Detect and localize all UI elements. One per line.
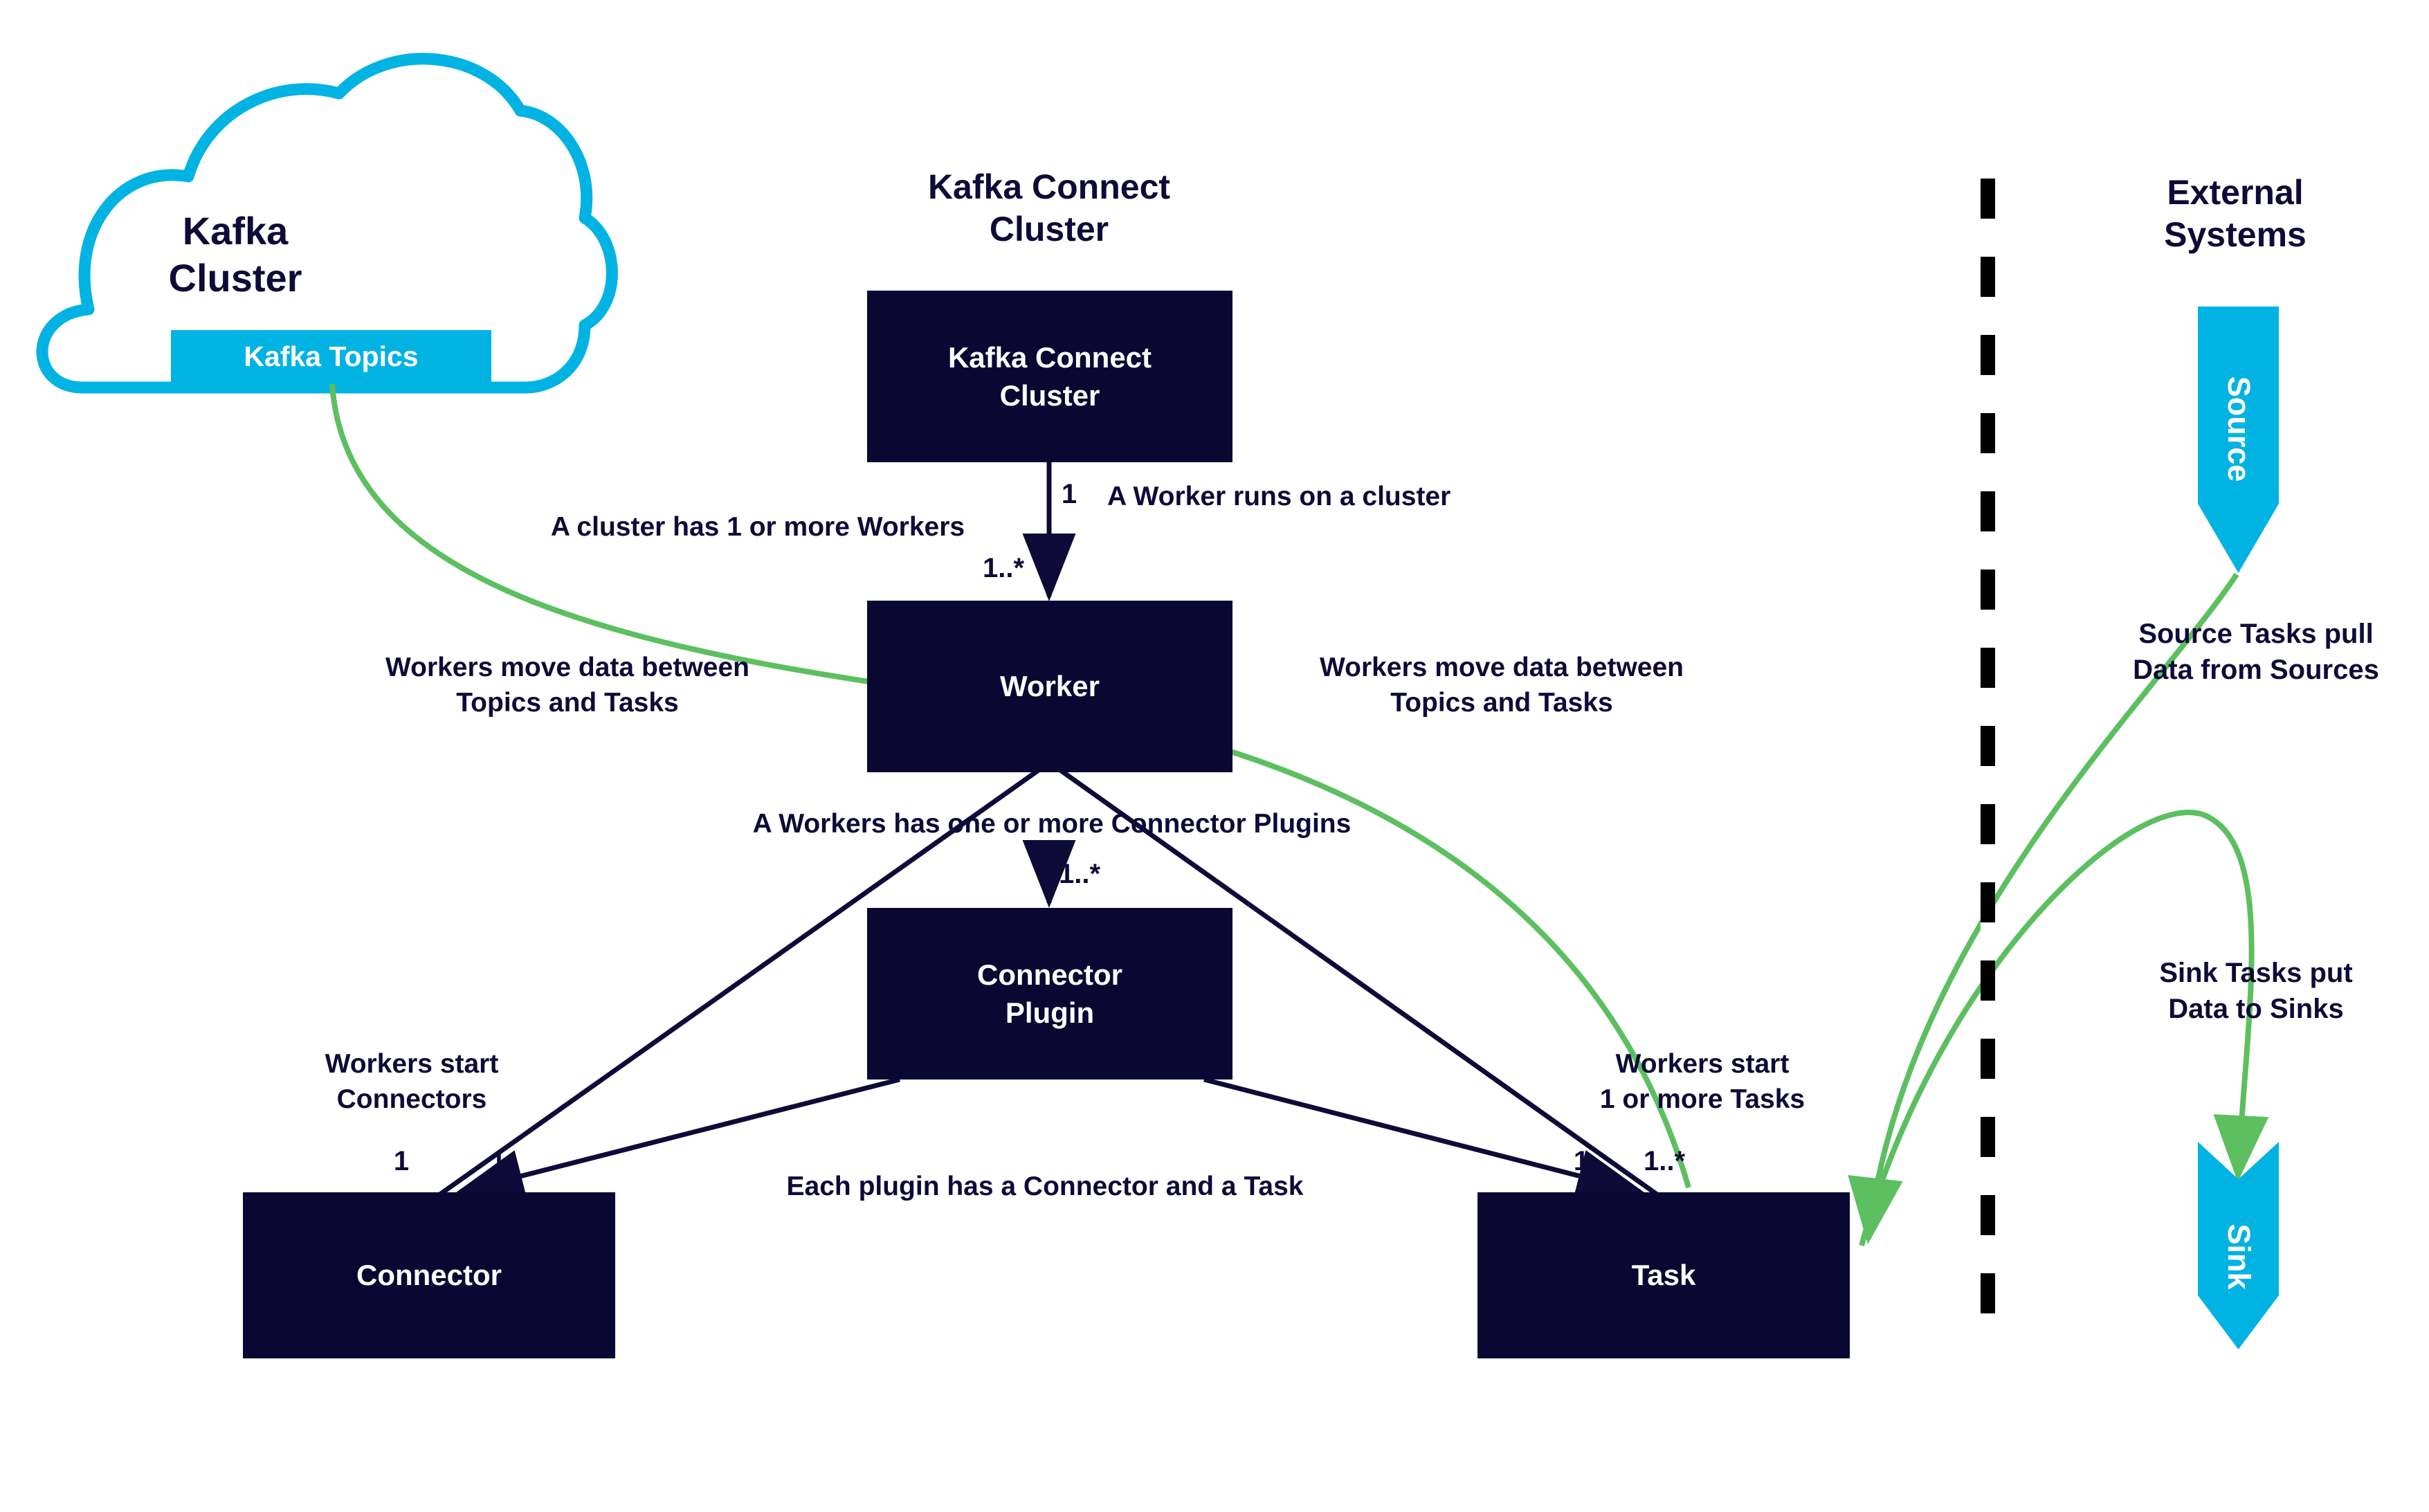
node-connector[interactable]: Connector bbox=[243, 1192, 615, 1358]
node-kafka-connect-cluster[interactable]: Kafka Connect Cluster bbox=[867, 291, 1232, 462]
mult-plugin-to-task: 1 bbox=[1573, 1146, 1590, 1176]
label-workers-move-data-right: Workers move data between Topics and Tas… bbox=[1320, 653, 1684, 718]
label-workers-move-data-left: Workers move data between Topics and Tas… bbox=[385, 653, 749, 718]
external-systems-divider bbox=[1981, 179, 1995, 1348]
flow-task-to-sink bbox=[1859, 810, 2269, 1247]
source-note-label: Source Tasks pull Data from Sources bbox=[2133, 619, 2379, 685]
mult-worker-to-connector: 1 bbox=[490, 1146, 507, 1176]
kafka-cluster-title: Kafka Cluster bbox=[168, 209, 302, 300]
label-plugin-has-connector-and-task: Each plugin has a Connector and a Task bbox=[786, 1172, 1304, 1201]
node-worker[interactable]: Worker bbox=[867, 601, 1232, 772]
label-worker-has-plugins: A Workers has one or more Connector Plug… bbox=[752, 809, 1352, 839]
mult-plugin-to-connector: 1 bbox=[393, 1146, 410, 1176]
label-workers-start-connectors: Workers start Connectors bbox=[325, 1049, 499, 1114]
sink-note-label: Sink Tasks put Data to Sinks bbox=[2159, 958, 2353, 1024]
label-cluster-has-workers: A cluster has 1 or more Workers bbox=[550, 512, 965, 542]
mult-worker-to-plugin: 1..* bbox=[1059, 859, 1101, 889]
mult-worker-to-task: 1..* bbox=[1643, 1146, 1686, 1176]
external-systems-heading: External Systems bbox=[2164, 173, 2307, 254]
mult-cluster-to-worker-source: 1 bbox=[1061, 479, 1077, 509]
label-worker-runs-on-cluster: A Worker runs on a cluster bbox=[1107, 482, 1451, 511]
label-workers-start-tasks: Workers start 1 or more Tasks bbox=[1599, 1049, 1805, 1114]
sink-arrow-shape[interactable] bbox=[2198, 1142, 2279, 1349]
mult-cluster-to-worker-target: 1..* bbox=[982, 553, 1025, 583]
node-task[interactable]: Task bbox=[1477, 1192, 1850, 1358]
source-arrow-shape[interactable] bbox=[2198, 307, 2279, 573]
kafka-topics-box[interactable]: Kafka Topics bbox=[171, 330, 491, 383]
kafka-connect-cluster-heading: Kafka Connect Cluster bbox=[927, 167, 1171, 248]
node-connector-plugin[interactable]: Connector Plugin bbox=[867, 908, 1232, 1080]
